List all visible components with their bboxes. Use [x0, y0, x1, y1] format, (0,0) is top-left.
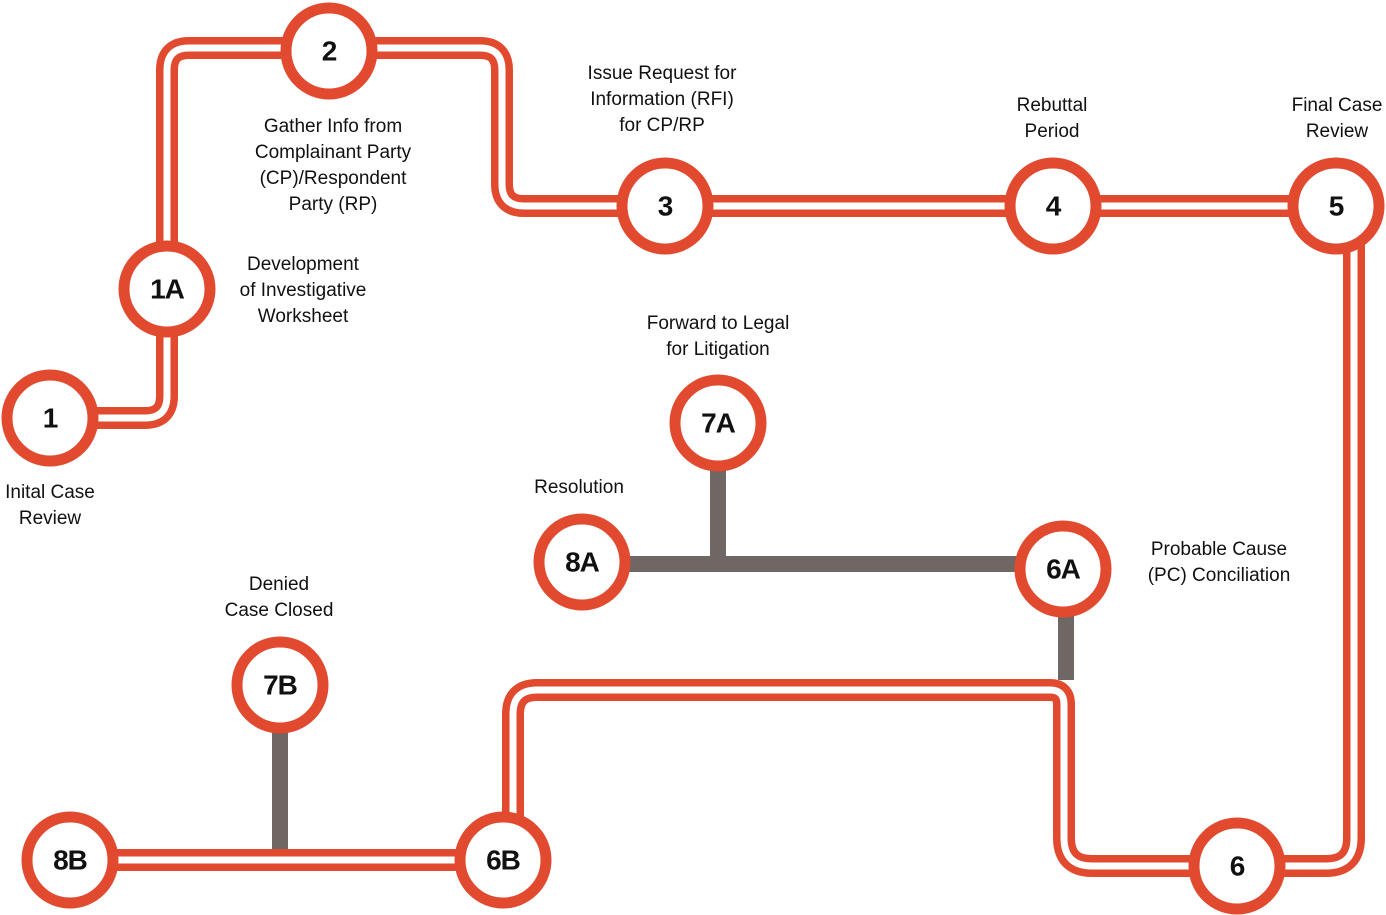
svg-text:3: 3: [658, 191, 673, 222]
label-station-3: Issue Request for Information (RFI) for …: [587, 63, 737, 136]
station-8a[interactable]: 8A: [533, 513, 631, 611]
svg-text:7A: 7A: [701, 408, 736, 439]
svg-text:6A: 6A: [1046, 554, 1081, 585]
svg-text:1: 1: [43, 403, 58, 434]
station-6a[interactable]: 6A: [1014, 520, 1112, 618]
svg-text:5: 5: [1329, 191, 1344, 222]
label-station-1a: Development of Investigative Worksheet: [239, 254, 367, 327]
svg-text:8B: 8B: [53, 845, 87, 876]
svg-text:2: 2: [322, 36, 337, 67]
station-6b[interactable]: 6B: [454, 811, 552, 909]
label-station-4: Rebuttal Period: [1016, 95, 1088, 142]
label-station-5: Final Case Review: [1291, 95, 1383, 142]
label-station-6a: Probable Cause (PC) Conciliation: [1147, 539, 1291, 586]
station-1a[interactable]: 1A: [118, 240, 216, 338]
branch-lines: [272, 423, 1074, 860]
station-7b[interactable]: 7B: [231, 636, 329, 734]
svg-text:7B: 7B: [263, 670, 297, 701]
station-7a[interactable]: 7A: [669, 374, 767, 472]
label-station-8a: Resolution: [534, 477, 624, 498]
station-4[interactable]: 4: [1004, 157, 1102, 255]
station-6[interactable]: 6: [1188, 817, 1286, 915]
station-5[interactable]: 5: [1287, 157, 1385, 255]
svg-text:8A: 8A: [565, 547, 600, 578]
label-station-2: Gather Info from Complainant Party (CP)/…: [254, 116, 412, 215]
station-1[interactable]: 1: [1, 369, 99, 467]
label-station-7b: Denied Case Closed: [224, 574, 334, 621]
svg-text:4: 4: [1046, 191, 1062, 222]
svg-text:1A: 1A: [150, 274, 185, 305]
svg-text:6B: 6B: [486, 845, 520, 876]
station-2[interactable]: 2: [280, 2, 378, 100]
station-3[interactable]: 3: [616, 157, 714, 255]
station-8b[interactable]: 8B: [21, 811, 119, 909]
label-station-1: Inital Case Review: [5, 482, 95, 529]
svg-text:6: 6: [1230, 851, 1245, 882]
label-station-7a: Forward to Legal for Litigation: [646, 313, 790, 360]
main-line-right-inner: [70, 202, 1358, 870]
